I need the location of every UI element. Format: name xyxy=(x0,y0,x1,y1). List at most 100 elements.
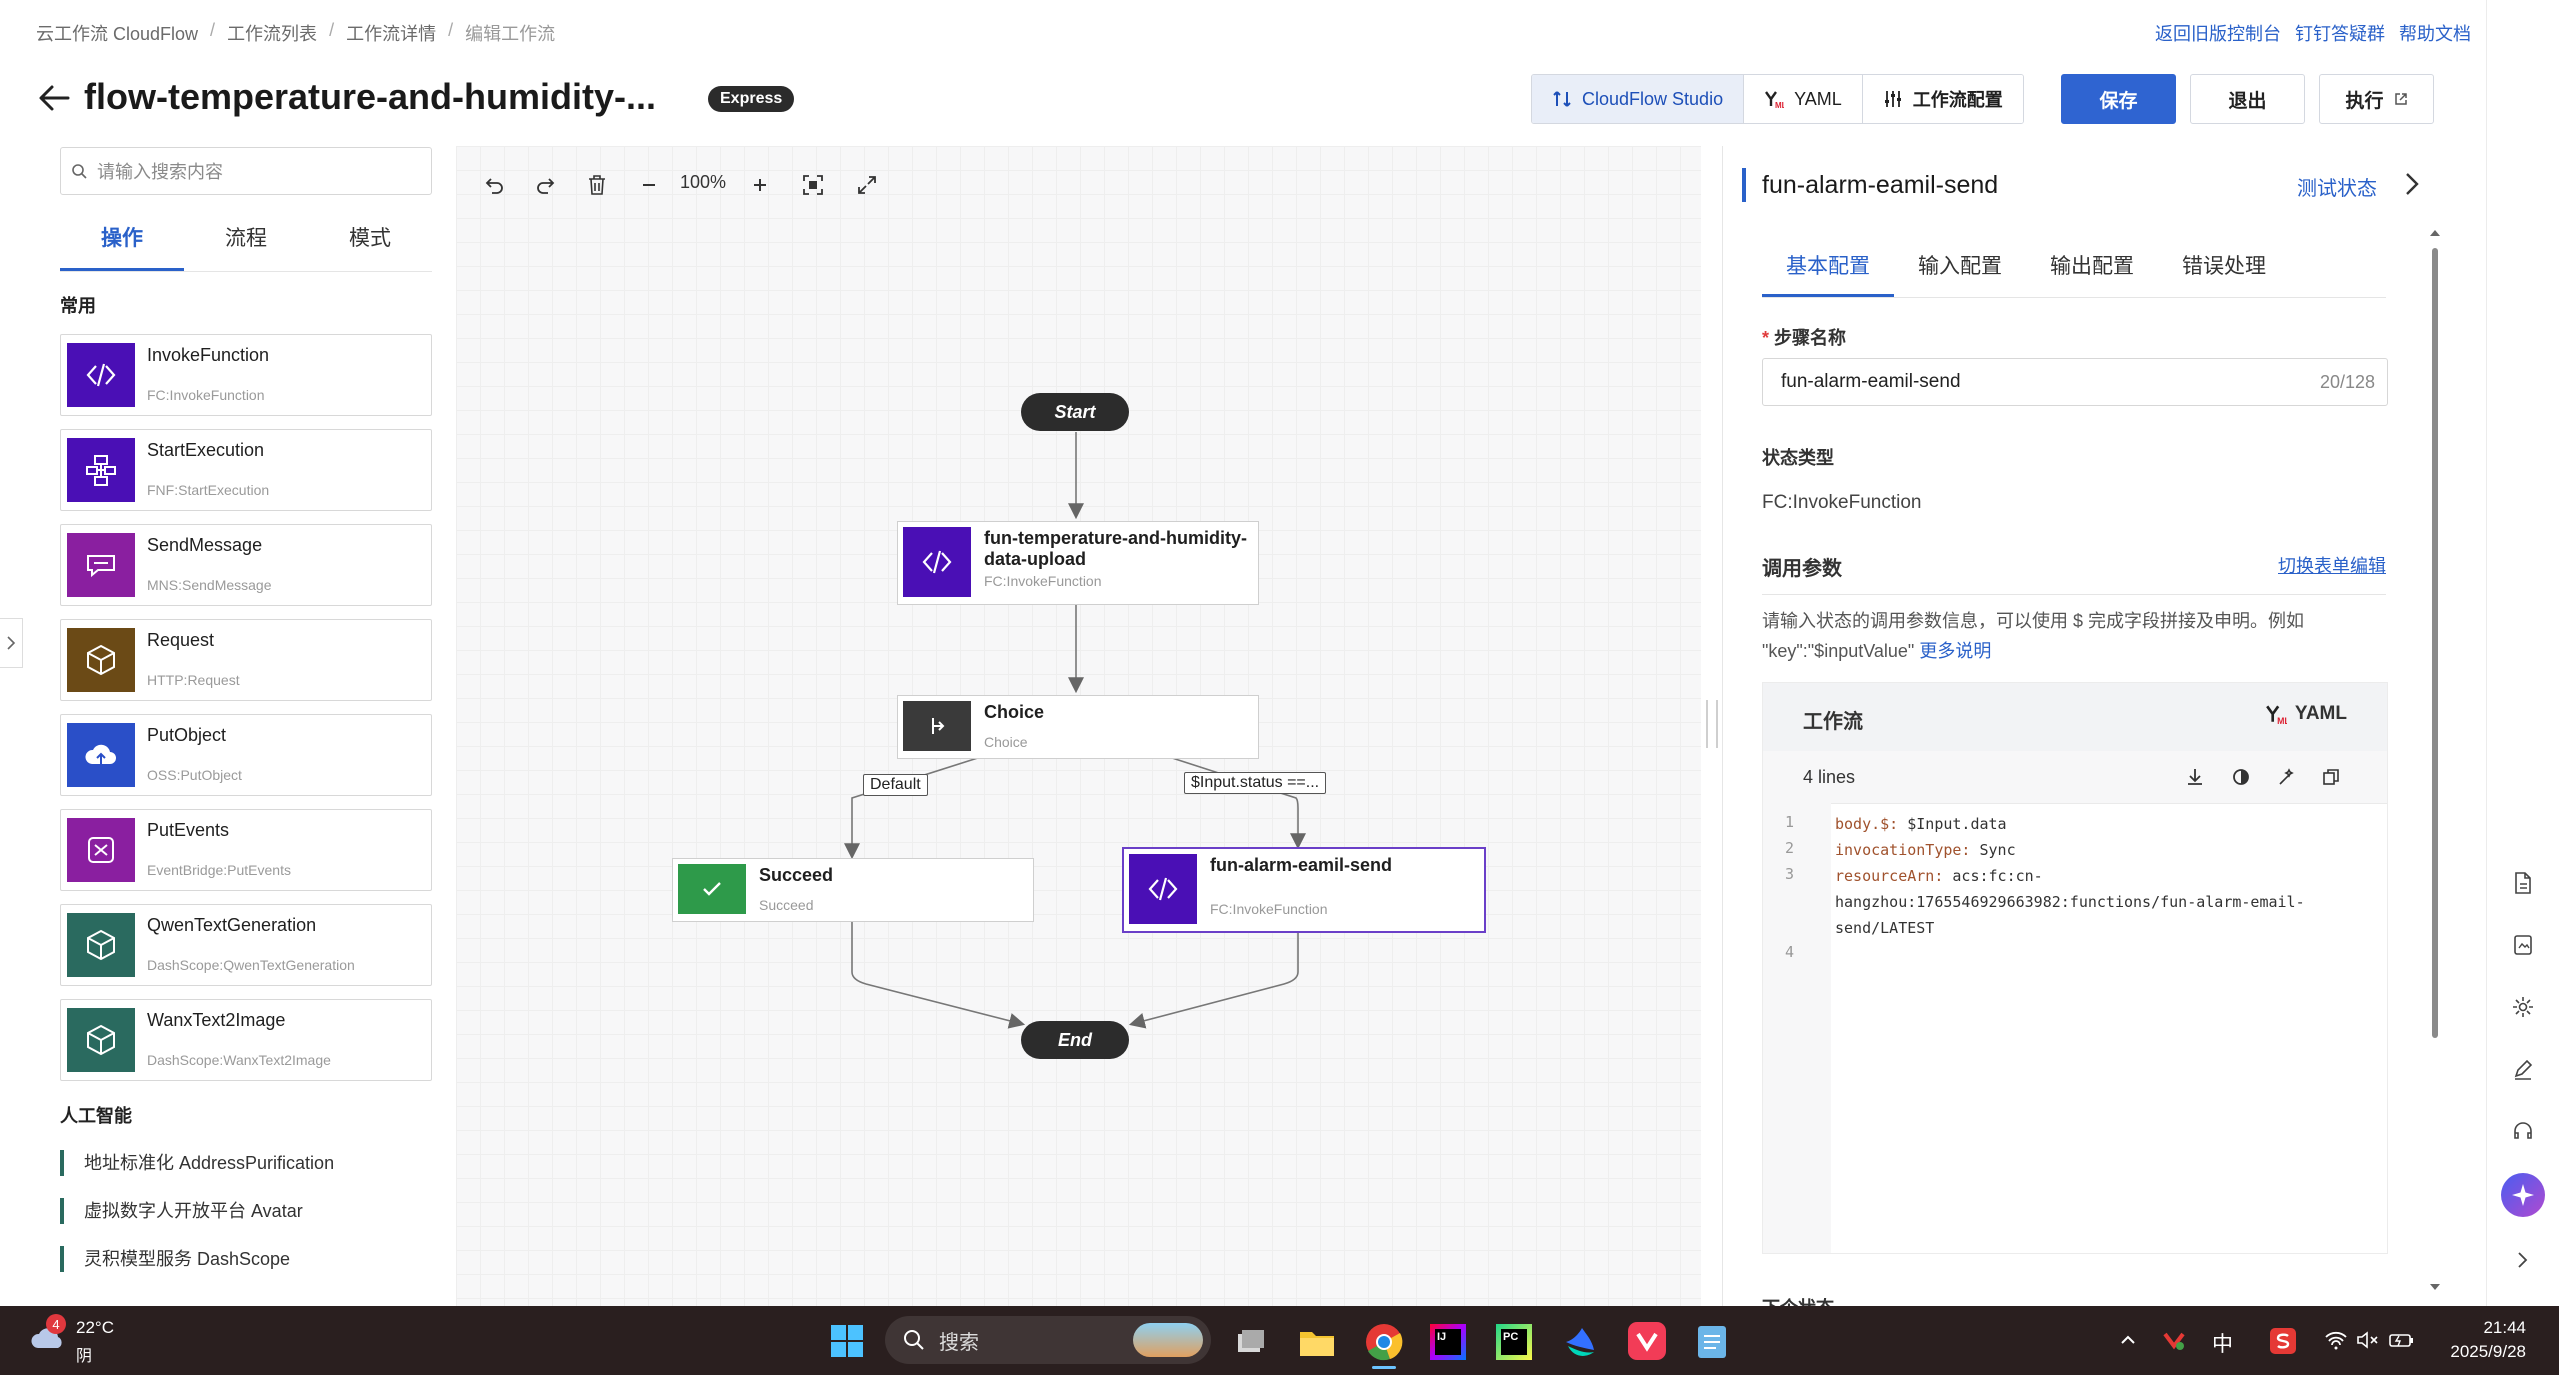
ime-indicator[interactable]: 中 xyxy=(2212,1333,2233,1356)
notepad-icon[interactable] xyxy=(1696,1322,1728,1360)
scrollbar-thumb[interactable] xyxy=(2432,248,2438,1038)
link-help-docs[interactable]: 帮助文档 xyxy=(2399,24,2471,44)
copy-icon[interactable] xyxy=(2321,767,2341,787)
taskbar-search[interactable]: 搜索 xyxy=(885,1316,1211,1364)
run-label: 执行 xyxy=(2345,90,2384,112)
link-dingtalk-group[interactable]: 钉钉答疑群 xyxy=(2295,24,2385,44)
panel-resize-handle[interactable] xyxy=(1706,700,1718,748)
tab-output-config[interactable]: 输出配置 xyxy=(2050,255,2134,278)
file-explorer-icon[interactable] xyxy=(1298,1324,1336,1360)
svg-text:ML: ML xyxy=(1775,101,1784,109)
operation-card[interactable]: WanxText2Image DashScope:WanxText2Image xyxy=(60,999,432,1081)
fullscreen-icon[interactable] xyxy=(850,168,884,202)
battery-icon[interactable] xyxy=(2388,1330,2416,1355)
scrollbar[interactable] xyxy=(2428,226,2442,1306)
breadcrumb-item[interactable]: 工作流详情 xyxy=(346,24,437,44)
ai-service-item[interactable]: 地址标准化 AddressPurification xyxy=(60,1150,334,1176)
scroll-down-icon[interactable] xyxy=(2428,1280,2442,1294)
operation-card[interactable]: PutEvents EventBridge:PutEvents xyxy=(60,809,432,891)
wifi-icon[interactable] xyxy=(2324,1330,2348,1355)
volume-muted-icon[interactable] xyxy=(2356,1330,2380,1355)
end-node[interactable]: End xyxy=(1021,1021,1129,1059)
ai-service-item[interactable]: 虚拟数字人开放平台 Avatar xyxy=(60,1198,303,1224)
link-old-console[interactable]: 返回旧版控制台 xyxy=(2155,24,2281,44)
zoom-out-icon[interactable] xyxy=(632,168,666,202)
fit-view-icon[interactable] xyxy=(796,168,830,202)
start-node[interactable]: Start xyxy=(1021,393,1129,431)
tray-expand-icon[interactable] xyxy=(2118,1330,2138,1355)
message-icon xyxy=(67,533,135,597)
workflow-config-tab[interactable]: 工作流配置 xyxy=(1862,75,2023,123)
node-name: fun-alarm-eamil-send xyxy=(1210,855,1393,875)
clock-date[interactable]: 2025/9/28 xyxy=(2450,1342,2526,1361)
edge-label-default[interactable]: Default xyxy=(863,774,928,796)
zoom-in-icon[interactable] xyxy=(743,168,777,202)
line-number: 3 xyxy=(1785,865,1795,883)
test-state-link[interactable]: 测试状态 xyxy=(2297,178,2377,200)
flow-canvas[interactable] xyxy=(456,146,1701,1306)
operation-card[interactable]: InvokeFunction FC:InvokeFunction xyxy=(60,334,432,416)
tray-s-icon[interactable] xyxy=(2270,1328,2296,1354)
red-app-icon[interactable] xyxy=(1628,1322,1666,1360)
editor-code[interactable]: body.$: $Input.data invocationType: Sync… xyxy=(1835,815,2305,937)
active-app-indicator xyxy=(1372,1366,1396,1369)
expand-sidebar-handle[interactable] xyxy=(0,618,23,668)
run-button[interactable]: 执行 xyxy=(2319,74,2434,124)
operation-card[interactable]: StartExecution FNF:StartExecution xyxy=(60,429,432,511)
flow-node-choice[interactable]: Choice Choice xyxy=(897,695,1259,759)
gear-icon[interactable] xyxy=(2506,990,2540,1024)
flow-node-upload[interactable]: fun-temperature-and-humidity-data-upload… xyxy=(897,521,1259,605)
windows-start-icon[interactable] xyxy=(830,1324,864,1358)
chevron-right-icon[interactable] xyxy=(2404,171,2420,197)
tab-input-config[interactable]: 输入配置 xyxy=(1918,255,2002,278)
step-name-input[interactable]: fun-alarm-eamil-send 20/128 xyxy=(1762,358,2388,406)
tab-basic-config[interactable]: 基本配置 xyxy=(1762,250,1894,297)
tab-error-handling[interactable]: 错误处理 xyxy=(2182,255,2266,278)
edit-icon[interactable] xyxy=(2506,1052,2540,1086)
intellij-icon[interactable]: IJ xyxy=(1430,1324,1466,1360)
save-button[interactable]: 保存 xyxy=(2061,74,2176,124)
operation-card[interactable]: Request HTTP:Request xyxy=(60,619,432,701)
cloudflow-studio-tab[interactable]: CloudFlow Studio xyxy=(1532,75,1745,123)
ai-assistant-icon[interactable] xyxy=(2501,1173,2545,1217)
flow-node-alarm-selected[interactable]: fun-alarm-eamil-send FC:InvokeFunction xyxy=(1122,847,1486,933)
weather-temp[interactable]: 22°C xyxy=(76,1318,114,1337)
exit-button[interactable]: 退出 xyxy=(2190,74,2305,124)
image-doc-icon[interactable] xyxy=(2506,928,2540,962)
delete-icon[interactable] xyxy=(580,168,614,202)
ai-service-item[interactable]: 灵积模型服务 DashScope xyxy=(60,1246,290,1272)
operation-search[interactable]: 请输入搜索内容 xyxy=(60,147,432,195)
operation-card[interactable]: QwenTextGeneration DashScope:QwenTextGen… xyxy=(60,904,432,986)
flow-node-succeed[interactable]: Succeed Succeed xyxy=(672,858,1034,922)
redo-icon[interactable] xyxy=(528,168,562,202)
tab-flow[interactable]: 流程 xyxy=(225,227,267,250)
back-arrow-icon[interactable] xyxy=(36,80,72,116)
feishu-icon[interactable] xyxy=(1562,1324,1598,1360)
clock-time[interactable]: 21:44 xyxy=(2483,1318,2526,1337)
pycharm-icon[interactable]: PC xyxy=(1496,1324,1532,1360)
breadcrumb-item[interactable]: 云工作流 CloudFlow xyxy=(36,24,199,44)
breadcrumb-item[interactable]: 工作流列表 xyxy=(227,24,318,44)
operation-card[interactable]: PutObject OSS:PutObject xyxy=(60,714,432,796)
tray-app-icon[interactable] xyxy=(2162,1328,2186,1357)
switch-form-link[interactable]: 切换表单编辑 xyxy=(2278,556,2386,576)
node-sub: Choice xyxy=(984,734,1028,750)
edge-label-condition[interactable]: $Input.status ==... xyxy=(1184,772,1327,794)
operation-card[interactable]: SendMessage MNS:SendMessage xyxy=(60,524,432,606)
tab-operations[interactable]: 操作 xyxy=(60,222,184,271)
format-wand-icon[interactable] xyxy=(2277,767,2297,787)
document-icon[interactable] xyxy=(2506,866,2540,900)
chevron-right-icon[interactable] xyxy=(2506,1243,2540,1277)
function-icon xyxy=(67,343,135,407)
download-icon[interactable] xyxy=(2185,767,2205,787)
undo-icon[interactable] xyxy=(478,168,512,202)
task-view-icon[interactable] xyxy=(1232,1324,1268,1360)
chrome-icon[interactable] xyxy=(1364,1322,1404,1362)
headset-icon[interactable] xyxy=(2506,1114,2540,1148)
tab-patterns[interactable]: 模式 xyxy=(349,227,391,250)
scroll-up-icon[interactable] xyxy=(2428,226,2442,240)
more-info-link[interactable]: 更多说明 xyxy=(1919,641,1992,661)
yaml-tab[interactable]: ML YAML xyxy=(1744,75,1863,123)
next-state-label: 下个状态 xyxy=(1762,1294,1834,1306)
theme-toggle-icon[interactable] xyxy=(2231,767,2251,787)
